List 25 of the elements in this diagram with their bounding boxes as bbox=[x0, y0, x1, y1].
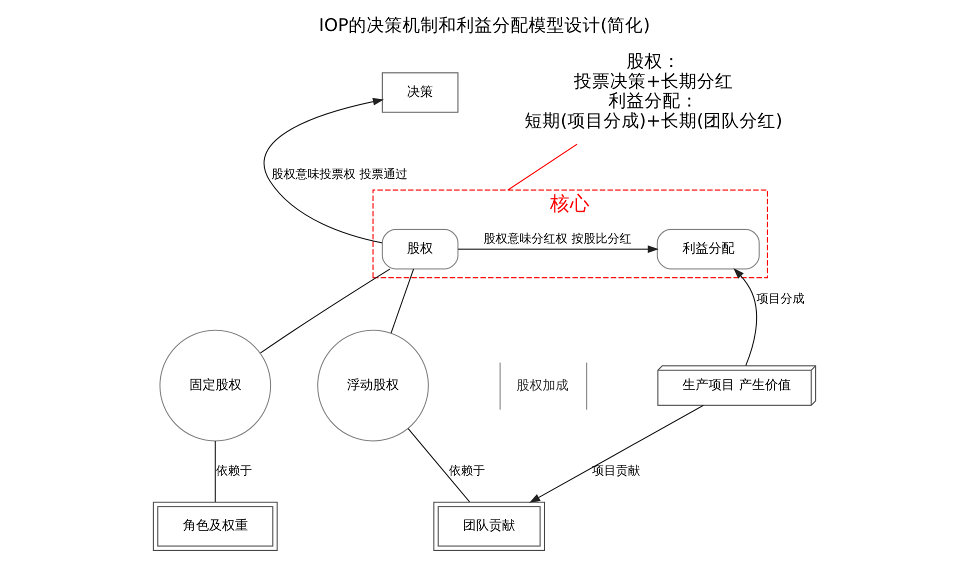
connector bbox=[507, 144, 577, 190]
edge-label: 项目贡献 bbox=[592, 464, 640, 478]
node-circle: 固定股权 bbox=[158, 330, 271, 442]
diagram-title: IOP的决策机制和利益分配模型设计(简化) bbox=[318, 16, 650, 36]
node-box: 股权 bbox=[381, 228, 458, 270]
arrow bbox=[458, 245, 658, 254]
node-box: 团队贡献 bbox=[432, 502, 545, 551]
connector bbox=[407, 428, 470, 502]
node-text: 股权： 投票决策+长期分红 利益分配： 短期(项目分成)+长期(团队分红) bbox=[524, 52, 782, 132]
arrow bbox=[528, 404, 704, 503]
node-circle: 浮动股权 bbox=[316, 330, 428, 442]
arrow bbox=[263, 98, 384, 244]
node-box: 利益分配 bbox=[656, 228, 760, 270]
edge-label: 股权意味分红权 按股比分红 bbox=[483, 231, 632, 246]
node-box: 决策 bbox=[381, 72, 458, 113]
edge-label: 股权意味投票权 投票通过 bbox=[271, 166, 408, 181]
edge-label: 依赖于 bbox=[448, 464, 485, 478]
connector bbox=[214, 441, 216, 502]
label: 股权加成 bbox=[516, 378, 568, 394]
edge-label: 依赖于 bbox=[215, 464, 252, 478]
node-box: 角色及权重 bbox=[152, 502, 278, 551]
edge-label: 项目分成 bbox=[756, 292, 804, 306]
connector bbox=[390, 268, 414, 334]
connector bbox=[260, 268, 390, 354]
arrow bbox=[732, 268, 757, 366]
